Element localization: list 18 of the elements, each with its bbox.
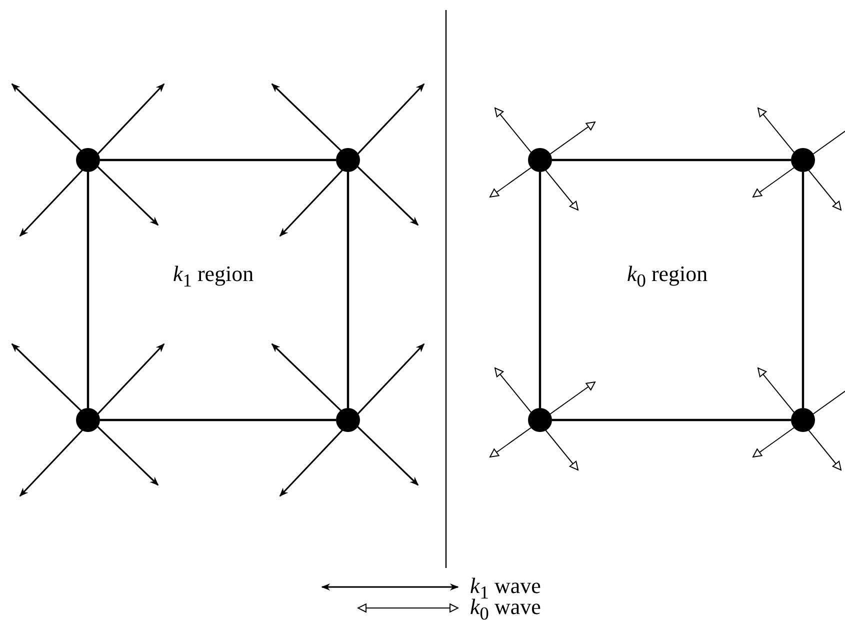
connector-line [86,172,90,408]
connector-line [346,172,350,408]
scatterer-dot [336,408,360,432]
region-label: k$_{1}$ region [173,263,254,290]
connector-line [100,418,336,422]
scatterer-dot [528,408,552,432]
connector-line [802,172,804,408]
scatterer-dot [336,148,360,172]
scatterer-dot [791,408,815,432]
region-label: k$_{0}$ region [627,263,708,290]
connector-line [100,158,336,162]
scatterer-dot [791,148,815,172]
scatterer-dot [528,148,552,172]
connector-line [538,172,542,408]
connector-line [552,418,791,422]
scatterer-dot [76,148,100,172]
scatterer-dot [76,408,100,432]
connector-line [552,158,791,162]
